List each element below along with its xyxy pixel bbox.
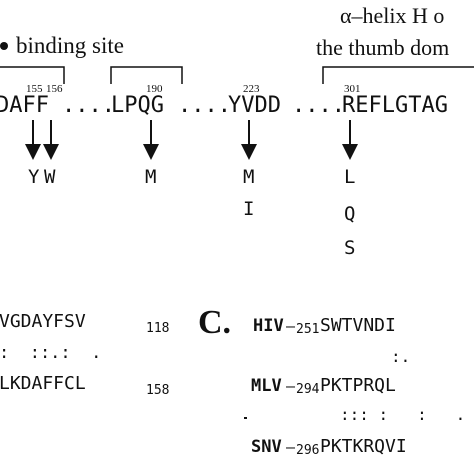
panel-b-row2-seq: LKDAFFCL: [0, 373, 86, 394]
sequence-segment-yvdd: YVDD: [228, 93, 281, 118]
mutation-labels: Y W M M I L Q S: [28, 166, 355, 259]
down-arrow-icon: [342, 120, 358, 160]
position-190: 190: [146, 83, 163, 95]
mutation-l-301: L: [344, 166, 355, 188]
panel-c-dash-hiv: –: [286, 317, 296, 335]
panel-b-row2-num: 158: [146, 383, 169, 398]
down-arrow-icon: [143, 120, 159, 160]
mutation-q-301: Q: [344, 203, 355, 225]
panel-b-row1-num: 118: [146, 321, 169, 336]
panel-c-dash-mlv: –: [286, 377, 296, 395]
binding-site-label-group: binding site: [0, 33, 124, 58]
panel-c-row-mlv: MLV – 294 PKTPRQL: [251, 375, 396, 397]
position-223: 223: [243, 83, 260, 95]
panel-c-num-mlv: 294: [296, 382, 320, 397]
panel-c-conservation-1: :. .: [391, 347, 474, 366]
sequence-gap-1: ....: [62, 93, 115, 118]
panel-c-dash-snv: –: [286, 438, 296, 456]
mutation-y: Y: [28, 166, 40, 188]
panel-c-row-snv: SNV – 296 PKTKRQVI: [251, 436, 407, 458]
panel-c-label: C.: [198, 304, 231, 341]
smudge-mark: [244, 417, 247, 419]
panel-b-conservation: : ::.: .: [0, 343, 101, 363]
bracket-binding-site: [0, 66, 65, 84]
position-301: 301: [344, 83, 361, 95]
panel-c-name-hiv: HIV: [253, 316, 284, 336]
mutation-w: W: [44, 166, 56, 188]
bracket-lpqg: [110, 66, 183, 84]
helix-label-line2: the thumb dom: [316, 35, 449, 60]
down-arrow-icon: [25, 120, 41, 160]
bullet-icon: [0, 42, 8, 50]
sequence-gap-3: ....: [292, 93, 345, 118]
panel-c-seq-snv: PKTKRQVI: [320, 436, 407, 457]
bracket-helix: [322, 66, 474, 84]
mutation-m-190: M: [145, 166, 156, 188]
panel-c-row-hiv: HIV – 251 SWTVNDI: [253, 315, 396, 337]
helix-label-line1: α–helix H o: [340, 3, 444, 28]
panel-c-seq-mlv: PKTPRQL: [320, 375, 396, 396]
panel-c-seq-hiv: SWTVNDI: [320, 315, 396, 336]
panel-c-num-hiv: 251: [296, 322, 319, 337]
binding-site-label: binding site: [16, 33, 124, 58]
panel-c-conservation-2: ::: : : .: [340, 405, 465, 424]
mutation-m-223: M: [243, 166, 254, 188]
mutation-s-301: S: [344, 237, 355, 259]
sequence-segment-daff: DAFF: [0, 93, 49, 118]
panel-c-name-snv: SNV: [251, 437, 282, 457]
sequence-gap-2: ....: [178, 93, 231, 118]
mutation-arrows: [25, 120, 358, 160]
sequence-segment-reflgtag: REFLGTAG: [342, 93, 448, 118]
down-arrow-icon: [241, 120, 257, 160]
sequence-segment-lpqg: LPQG: [111, 93, 164, 118]
down-arrow-icon: [43, 120, 59, 160]
panel-c-name-mlv: MLV: [251, 376, 282, 396]
panel-b-row1-seq: VGDAYFSV: [0, 311, 86, 332]
panel-b-alignment: VGDAYFSV 118 : ::.: . LKDAFFCL 158: [0, 311, 169, 398]
main-sequence: DAFF .... LPQG .... YVDD .... REFLGTAG: [0, 93, 448, 118]
position-156: 156: [46, 83, 63, 95]
mutation-i-223: I: [243, 198, 254, 220]
position-155: 155: [26, 83, 43, 95]
panel-c-num-snv: 296: [296, 443, 319, 458]
